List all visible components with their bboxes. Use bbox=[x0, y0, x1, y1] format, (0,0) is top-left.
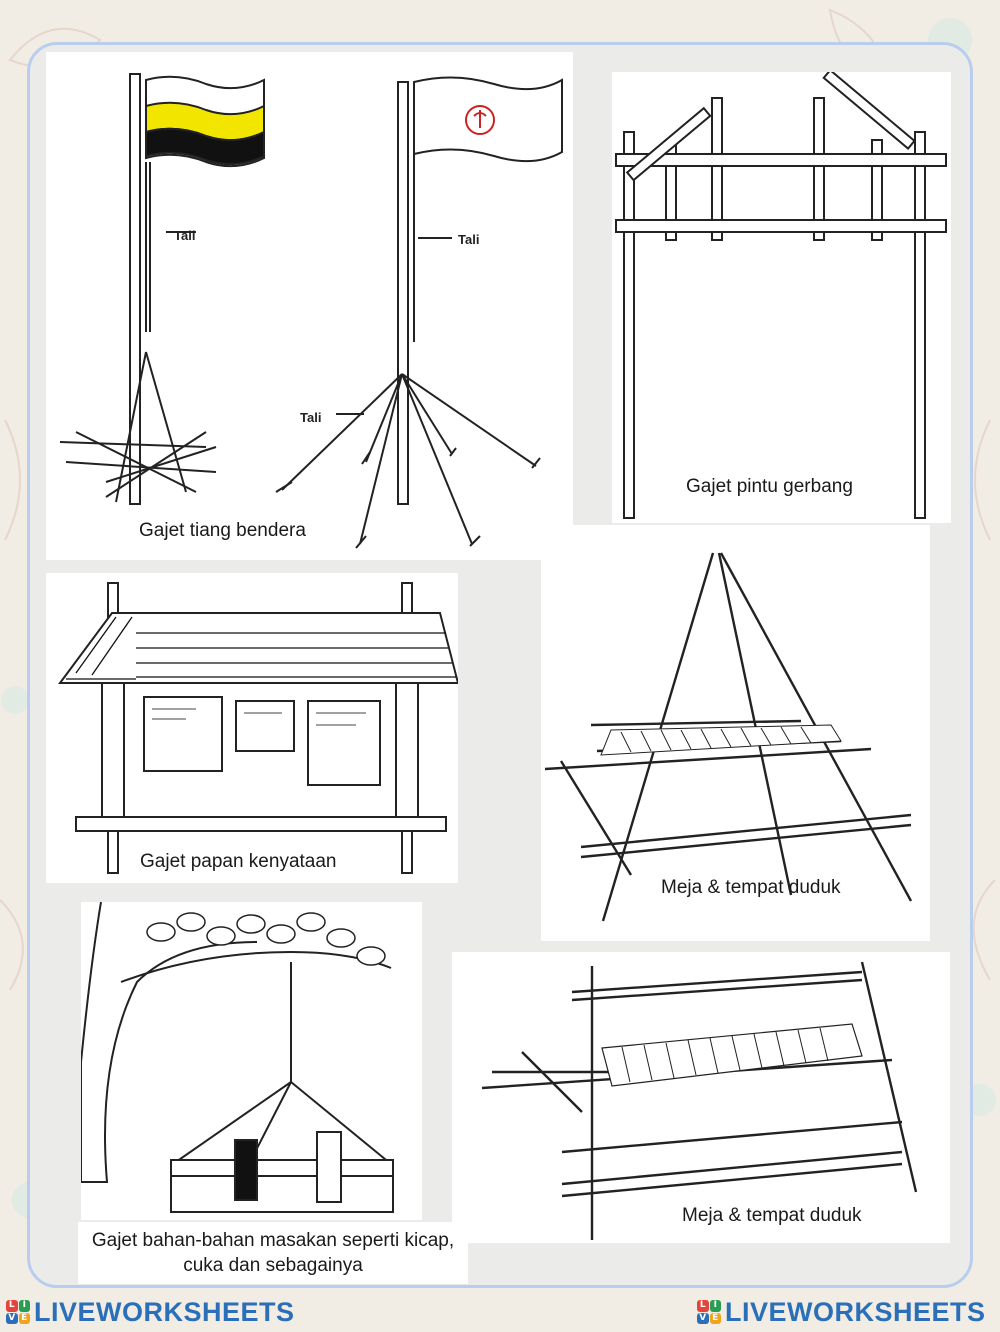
panel-gateway: Gajet pintu gerbang bbox=[612, 72, 951, 523]
caption-food-rack: Gajet bahan-bahan masakan seperti kicap,… bbox=[78, 1222, 468, 1284]
brand-logo-right[interactable]: L I V E LIVEWORKSHEETS bbox=[697, 1296, 986, 1328]
caption-table-tripod: Meja & tempat duduk bbox=[661, 877, 841, 898]
tripod-table-illustration bbox=[544, 552, 913, 922]
liveworksheets-logo-icon: L I V E bbox=[6, 1300, 30, 1324]
caption-flagpole: Gajet tiang bendera bbox=[139, 520, 306, 541]
panel-table-tripod: Meja & tempat duduk bbox=[541, 525, 930, 941]
caption-noticeboard: Gajet papan kenyataan bbox=[140, 851, 337, 872]
bench-table-illustration bbox=[481, 961, 918, 1240]
food-rack-illustration bbox=[81, 902, 394, 1213]
panel-table-bench: Meja & tempat duduk bbox=[452, 952, 950, 1243]
caption-gateway: Gajet pintu gerbang bbox=[686, 476, 853, 497]
gateway-illustration bbox=[615, 72, 947, 519]
liveworksheets-logo-icon: L I V E bbox=[697, 1300, 721, 1324]
rope-label: Tali bbox=[174, 228, 196, 243]
panel-food-rack bbox=[81, 902, 422, 1220]
rope-label: Tali bbox=[300, 410, 322, 425]
panel-flagpole: Tali Tali Tali Gajet tiang bendera bbox=[46, 52, 573, 560]
caption-table-bench: Meja & tempat duduk bbox=[682, 1205, 862, 1226]
panel-noticeboard: Gajet papan kenyataan bbox=[46, 573, 458, 883]
brand-name: LIVEWORKSHEETS bbox=[725, 1296, 986, 1327]
brand-logo-left[interactable]: L I V E LIVEWORKSHEETS bbox=[6, 1296, 295, 1328]
brand-name: LIVEWORKSHEETS bbox=[34, 1296, 295, 1327]
noticeboard-illustration bbox=[58, 582, 458, 874]
rope-label: Tali bbox=[458, 232, 480, 247]
flagpole-illustration bbox=[59, 73, 563, 549]
